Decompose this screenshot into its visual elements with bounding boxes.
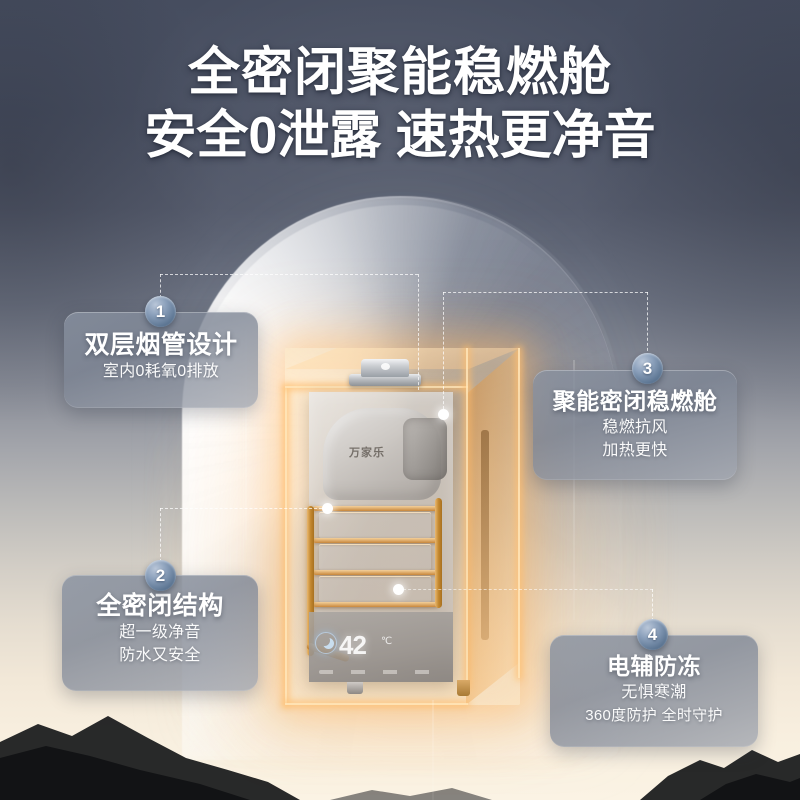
chamber-side-strip — [481, 430, 489, 640]
guide-line-bottom — [432, 700, 434, 800]
connector-3-horizontal — [443, 292, 648, 293]
feature-card-2-sub-1: 超一级净音 — [119, 624, 201, 641]
chamber-top-face — [285, 348, 520, 370]
brand-logo: 万家乐 — [349, 447, 385, 459]
control-board-labels — [319, 670, 445, 674]
chamber-edge-mid — [466, 348, 468, 688]
gas-inlet — [457, 680, 470, 696]
hotspot-3 — [438, 409, 449, 420]
feature-card-4-sub-2: 360度防护 全时守护 — [585, 707, 723, 724]
heat-exchanger-rail — [313, 570, 439, 575]
feature-card-4[interactable]: 电辅防冻 无惧寒潮 360度防护 全时守护 — [550, 635, 758, 747]
temperature-value: 42 — [339, 630, 367, 660]
connector-4-vertical — [652, 589, 653, 621]
chamber-edge-right — [518, 348, 520, 678]
hotspot-4 — [393, 584, 404, 595]
connector-1-horizontal — [160, 274, 418, 275]
feature-card-3-title: 聚能密闭稳燃舱 — [552, 388, 718, 414]
connector-4-horizontal — [398, 589, 653, 590]
feature-card-3-sub-2: 加热更快 — [602, 442, 668, 459]
connector-3-drop — [443, 292, 444, 414]
temperature-unit: ℃ — [381, 636, 393, 647]
chamber-edge-front-top — [285, 386, 468, 388]
water-outlet — [347, 682, 363, 694]
headline-line-1: 全密闭聚能稳燃舱 — [187, 44, 612, 102]
feature-badge-1[interactable]: 1 — [145, 296, 176, 327]
chamber-edge-left — [285, 388, 287, 705]
feature-card-4-title: 电辅防冻 — [607, 653, 701, 679]
chamber-right-face — [466, 348, 520, 705]
copper-pipe-left — [307, 506, 314, 656]
feature-badge-4[interactable]: 4 — [637, 619, 668, 650]
page-title: 全密闭聚能稳燃舱 安全0泄露 速热更净音 — [0, 42, 800, 168]
heat-exchanger-fin — [319, 544, 431, 570]
flue-cap-base — [349, 374, 421, 386]
flue-cap-highlight — [381, 363, 390, 370]
feature-card-1[interactable]: 双层烟管设计 室内0耗氧0排放 — [64, 312, 258, 408]
guide-line-right — [573, 360, 575, 620]
hotspot-2 — [322, 503, 333, 514]
feature-card-3[interactable]: 聚能密闭稳燃舱 稳燃抗风 加热更快 — [533, 370, 737, 480]
feature-card-2-title: 全密闭结构 — [96, 592, 224, 620]
feature-card-2[interactable]: 全密闭结构 超一级净音 防水又安全 — [62, 575, 258, 691]
connector-1-drop — [418, 274, 419, 390]
feature-card-1-sub-1: 室内0耗氧0排放 — [102, 363, 220, 380]
feature-card-4-sub-1: 无惧寒潮 — [621, 684, 687, 701]
headline-line-2: 安全0泄露 速热更净音 — [144, 107, 656, 165]
chamber-edge-bottom — [285, 703, 468, 705]
heat-exchanger-rail — [313, 602, 439, 607]
guide-line-left — [245, 330, 247, 540]
feature-card-3-sub-1: 稳燃抗风 — [602, 419, 668, 436]
heat-exchanger-rail — [313, 538, 439, 543]
copper-pipe-right — [435, 498, 442, 608]
feature-card-2-sub-2: 防水又安全 — [119, 647, 201, 664]
water-heater-product-image: 万家乐 42 ℃ — [285, 330, 520, 705]
feature-badge-3[interactable]: 3 — [632, 353, 663, 384]
heat-exchanger-rail — [313, 506, 439, 511]
moon-icon — [315, 632, 337, 654]
heat-exchanger-fin — [319, 512, 431, 538]
blower-motor-drum — [403, 418, 447, 480]
connector-1-vertical — [160, 274, 161, 298]
feature-card-1-title: 双层烟管设计 — [84, 331, 238, 359]
connector-2-horizontal — [160, 508, 327, 509]
connector-3-vertical — [647, 292, 648, 356]
connector-2-vertical — [160, 508, 161, 562]
feature-badge-2[interactable]: 2 — [145, 560, 176, 591]
